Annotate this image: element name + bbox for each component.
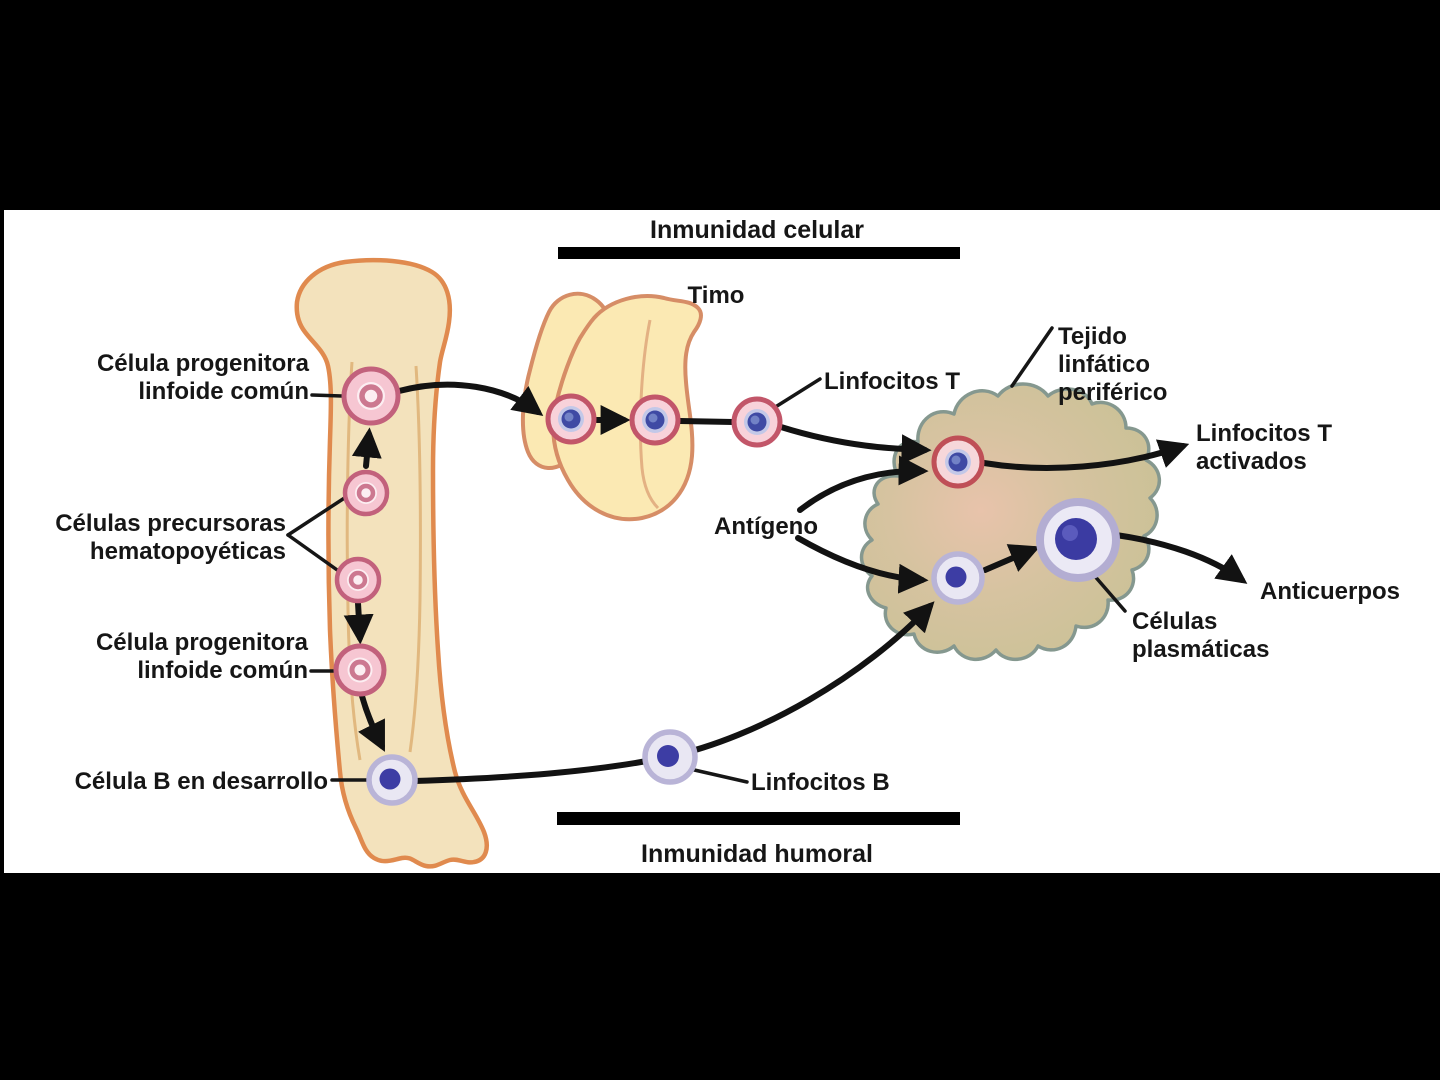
cell-hematopoietic-precursor-1 <box>342 469 390 517</box>
label-t-lymphocytes: Linfocitos T <box>824 368 960 395</box>
label-progenitor-top-line1: Célula progenitora <box>97 350 310 377</box>
arrow-progenitor-to-developing-b <box>358 693 385 752</box>
cell-t-thymus-1 <box>545 393 597 445</box>
arrow-t-lymphocyte-to-node <box>778 424 932 465</box>
label-developing-b: Célula B en desarrollo <box>75 768 328 795</box>
label-antibodies: Anticuerpos <box>1260 578 1400 605</box>
cell-developing-b <box>366 754 418 806</box>
label-peripheral-tissue-line2: linfático <box>1058 351 1150 378</box>
diagram-canvas <box>4 210 1440 873</box>
line-thymus-to-t-lymphocyte <box>677 418 736 425</box>
cell-common-lymphoid-progenitor-bottom <box>333 643 387 697</box>
label-progenitor-bottom-line1: Célula progenitora <box>96 629 309 656</box>
bone-inner-cortex-left <box>345 361 362 761</box>
title-cellular-immunity: Inmunidad celular <box>650 216 864 244</box>
title-humoral-immunity: Inmunidad humoral <box>641 840 873 868</box>
cell-t-lymphocyte <box>731 396 783 448</box>
cell-b-in-node <box>931 551 985 605</box>
cell-t-in-node <box>931 435 985 489</box>
label-b-lymphocytes: Linfocitos B <box>751 769 890 796</box>
arrow-antigen-to-t-cell <box>797 455 929 513</box>
bone-shape <box>294 257 489 869</box>
diagram-labels: Célula progenitora linfoide común Célula… <box>55 282 1400 796</box>
thymus-crease <box>638 319 660 510</box>
label-precursors-line2: hematopoyéticas <box>90 538 286 565</box>
cell-t-thymus-2 <box>629 394 681 446</box>
label-progenitor-top-line2: linfoide común <box>138 378 309 405</box>
divider-bar-bottom <box>557 812 960 825</box>
arrow-precursor-to-progenitor-top <box>351 427 382 469</box>
arrow-t-cell-to-activated <box>981 439 1190 471</box>
pointer-precursors-fork-lower <box>286 533 342 574</box>
label-progenitor-bottom-line2: linfoide común <box>137 657 308 684</box>
pointer-precursors-fork-upper <box>286 495 348 537</box>
label-precursors-line1: Células precursoras <box>55 510 286 537</box>
cell-plasma <box>1036 498 1120 582</box>
arrow-b-cell-to-plasma-cell <box>982 544 1041 573</box>
label-plasma-cells-line1: Células <box>1132 608 1217 635</box>
label-activated-t-line2: activados <box>1196 448 1307 475</box>
cell-b-lymphocyte <box>642 729 698 785</box>
arrow-antigen-to-b-cell <box>795 535 929 594</box>
pointer-t-lymphocytes <box>767 377 822 413</box>
label-peripheral-tissue-line1: Tejido <box>1058 323 1127 350</box>
label-plasma-cells-line2: plasmáticas <box>1132 636 1269 663</box>
pointer-progenitor-top <box>310 393 344 398</box>
arrow-plasma-to-antibodies <box>1113 532 1248 584</box>
pointer-b-lymphocytes <box>688 767 749 784</box>
label-peripheral-tissue-line3: periférico <box>1058 379 1167 406</box>
bone-inner-cortex-right <box>408 365 422 753</box>
label-thymus: Timo <box>688 282 745 309</box>
cell-hematopoietic-precursor-2 <box>334 556 382 604</box>
label-antigen: Antígeno <box>714 513 818 540</box>
label-activated-t-line1: Linfocitos T <box>1196 420 1332 447</box>
arrow-progenitor-to-thymus <box>396 381 544 416</box>
divider-bar-top <box>558 247 960 259</box>
arrow-precursor-to-progenitor-bottom <box>343 600 374 645</box>
pointer-peripheral-tissue <box>1010 326 1054 388</box>
bone-marrow <box>294 257 489 869</box>
flow-arrows <box>343 381 1248 784</box>
cell-common-lymphoid-progenitor-top <box>341 366 401 426</box>
